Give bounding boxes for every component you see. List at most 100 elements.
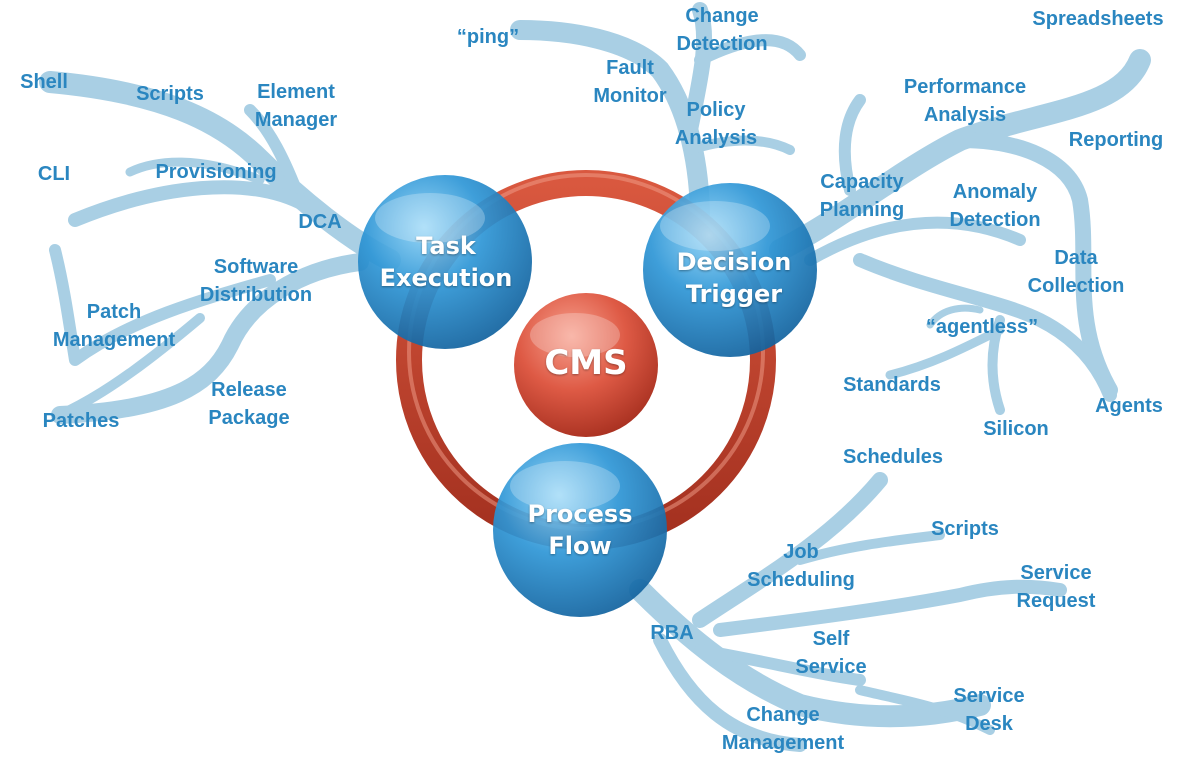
label-service-desk-line-2: Desk xyxy=(965,713,1013,735)
cms-core-shine xyxy=(530,313,620,357)
label-rba: RBA xyxy=(650,622,694,644)
branch-bottom-job xyxy=(692,472,888,628)
label-change-detection: Change Detection xyxy=(676,2,767,58)
branch-left-provisioning xyxy=(125,157,265,185)
label-self-service-line-1: Self xyxy=(812,628,850,650)
label-ping: “ping” xyxy=(456,26,520,48)
node-task-execution xyxy=(358,175,532,349)
label-capacity-planning-line-1: Capacity xyxy=(820,171,904,193)
label-policy-analysis-line-1: Policy xyxy=(686,99,746,121)
label-schedules: Schedules xyxy=(842,446,944,468)
label-patch-management-line-2: Management xyxy=(52,329,176,351)
branch-top-policy xyxy=(685,135,795,155)
label-service-request: Service Request xyxy=(1017,559,1096,615)
label-element-manager-line-1: Element xyxy=(257,81,335,103)
label-change-management-line-2: Management xyxy=(721,732,845,754)
label-anomaly-detection: Anomaly Detection xyxy=(949,178,1040,234)
label-change-detection-line-1: Change xyxy=(685,5,759,27)
label-anomaly-detection-line-1: Anomaly xyxy=(952,181,1038,203)
label-capacity-planning-line-2: Planning xyxy=(819,199,905,221)
decision-trigger-line-2: Trigger xyxy=(685,280,783,308)
branch-top-trunk xyxy=(510,20,710,230)
label-policy-analysis: Policy Analysis xyxy=(675,96,757,152)
label-change-detection-line-2: Detection xyxy=(676,33,768,55)
branch-bottom-service-req xyxy=(713,579,1067,637)
task-execution-line-1: Task xyxy=(416,232,476,260)
label-fault-monitor-line-2: Monitor xyxy=(593,85,667,107)
branch-bottom-self xyxy=(694,644,866,686)
decision-trigger-label: Decision Trigger xyxy=(677,246,792,310)
branch-left-trunk xyxy=(39,71,401,271)
label-software-distribution: Software Distribution xyxy=(200,253,312,309)
label-patch-management-line-1: Patch xyxy=(86,301,142,323)
branch-bottom-trunk xyxy=(629,579,991,728)
label-performance-analysis-line-2: Analysis xyxy=(923,104,1007,126)
label-job-scheduling-line-2: Scheduling xyxy=(747,569,855,591)
label-performance-analysis-line-1: Performance xyxy=(903,76,1027,98)
branch-right-perf xyxy=(838,94,866,196)
label-provisioning: Provisioning xyxy=(155,161,277,183)
label-self-service-line-2: Service xyxy=(795,656,867,678)
node-decision-trigger xyxy=(643,183,817,357)
branch-bottom-scripts xyxy=(795,530,945,565)
task-execution-label: Task Execution xyxy=(380,230,513,294)
label-self-service: Self Service xyxy=(795,625,866,681)
task-execution-line-2: Execution xyxy=(379,264,513,292)
label-anomaly-detection-line-2: Detection xyxy=(949,209,1041,231)
label-job-scheduling-line-1: Job xyxy=(783,541,819,563)
label-patch-management: Patch Management xyxy=(53,298,175,354)
label-data-collection-line-1: Data xyxy=(1054,247,1098,269)
label-policy-analysis-line-2: Analysis xyxy=(674,127,758,149)
label-reporting: Reporting xyxy=(1068,129,1164,151)
branch-left-software xyxy=(51,253,369,424)
label-performance-analysis: Performance Analysis xyxy=(904,73,1026,129)
label-shell: Shell xyxy=(20,71,68,93)
label-change-management-line-1: Change xyxy=(746,704,820,726)
cms-label: CMS xyxy=(544,343,628,383)
label-agents: Agents xyxy=(1095,395,1163,417)
label-release-package-line-2: Package xyxy=(208,407,290,429)
label-fault-monitor-line-1: Fault xyxy=(606,57,654,79)
process-flow-line-2: Flow xyxy=(548,532,612,560)
label-change-management: Change Management xyxy=(722,701,844,757)
tree-branches xyxy=(39,2,1151,752)
label-service-request-line-1: Service xyxy=(1020,562,1092,584)
branch-right-report xyxy=(952,132,1118,398)
branch-right-agentless xyxy=(926,304,984,329)
label-capacity-planning: Capacity Planning xyxy=(820,168,904,224)
branch-top-change2 xyxy=(694,34,806,66)
branch-bottom-change xyxy=(653,633,807,752)
label-service-request-line-2: Request xyxy=(1016,590,1096,612)
label-cli: CLI xyxy=(37,163,71,185)
label-software-distribution-line-2: Distribution xyxy=(199,284,313,306)
branch-right-standards xyxy=(885,325,1005,380)
cms-core xyxy=(514,293,658,437)
label-patches: Patches xyxy=(42,410,120,432)
label-service-desk-line-1: Service xyxy=(953,685,1025,707)
branch-left-element xyxy=(244,104,306,206)
process-flow-line-1: Process xyxy=(527,500,633,528)
label-data-collection: Data Collection xyxy=(1028,244,1125,300)
node-process-flow xyxy=(493,443,667,617)
label-spreadsheets: Spreadsheets xyxy=(1032,8,1164,30)
branch-right-data xyxy=(853,253,1117,402)
label-silicon: Silicon xyxy=(983,418,1049,440)
label-scripts-left: Scripts xyxy=(136,83,204,105)
label-data-collection-line-2: Collection xyxy=(1027,275,1125,297)
branch-bottom-desk xyxy=(855,685,995,735)
process-flow-label: Process Flow xyxy=(528,498,633,562)
branch-right-anomaly xyxy=(804,216,1026,266)
label-fault-monitor: Fault Monitor xyxy=(593,54,666,110)
label-element-manager: Element Manager xyxy=(255,78,337,134)
branch-left-patches xyxy=(65,313,205,415)
label-element-manager-line-2: Manager xyxy=(254,109,338,131)
label-scripts-bottom: Scripts xyxy=(931,518,999,540)
label-release-package-line-1: Release xyxy=(211,379,287,401)
label-service-desk: Service Desk xyxy=(953,682,1024,738)
label-job-scheduling: Job Scheduling xyxy=(747,538,855,594)
branch-left-cli xyxy=(68,180,312,227)
label-dca: DCA xyxy=(298,211,342,233)
label-release-package: Release Package xyxy=(208,376,289,432)
label-agentless: “agentless” xyxy=(925,316,1039,338)
